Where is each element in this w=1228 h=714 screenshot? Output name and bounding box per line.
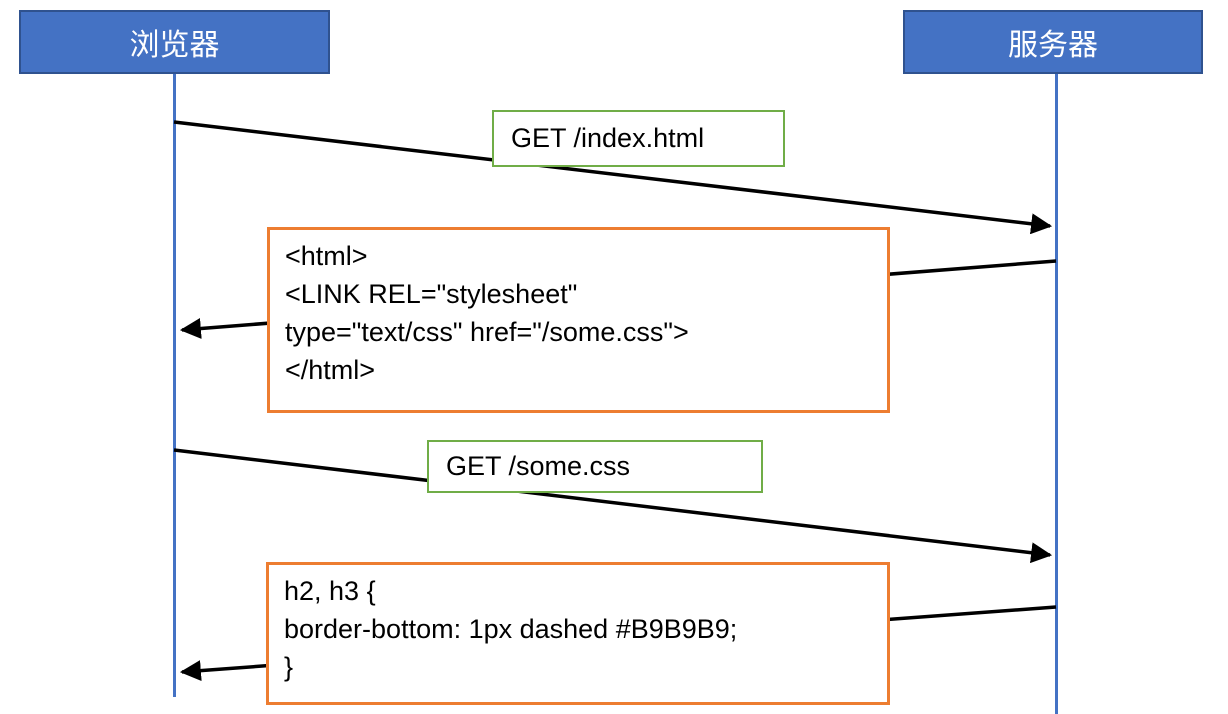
message-request-get-css: GET /some.css [427,440,763,493]
actor-browser-label: 浏览器 [129,29,220,62]
arrow-request-css [173,448,1053,564]
response-html-line: <html> [285,241,368,271]
response-css-line: border-bottom: 1px dashed #B9B9B9; [284,614,738,644]
arrow-request-index [173,120,1053,235]
response-html-line: type="text/css" href="/some.css"> [285,317,689,347]
response-css-line: } [284,652,294,682]
message-response-css: h2, h3 { border-bottom: 1px dashed #B9B9… [266,562,890,705]
message-request-get-css-label: GET /some.css [446,451,631,481]
actor-server-label: 服务器 [1008,29,1098,62]
message-request-get-index-label: GET /index.html [511,123,705,153]
actor-browser: 浏览器 [19,10,330,74]
response-css-line: h2, h3 { [284,576,376,606]
response-html-line: </html> [285,355,376,385]
response-html-line: <LINK REL="stylesheet" [285,279,578,309]
actor-server: 服务器 [903,10,1203,74]
message-response-html: <html> <LINK REL="stylesheet" type="text… [267,227,890,413]
message-request-get-index: GET /index.html [492,110,785,167]
